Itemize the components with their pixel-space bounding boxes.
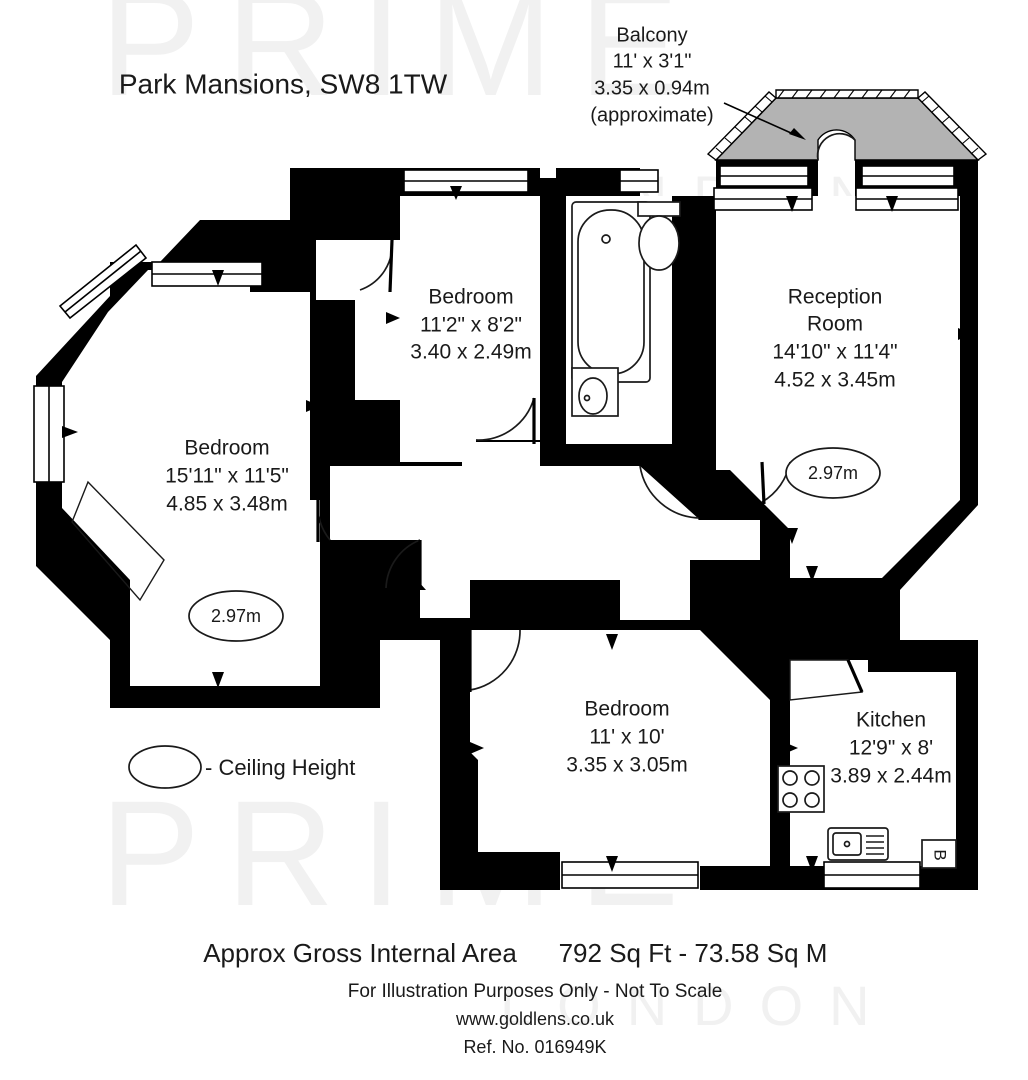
boiler-icon: B: [921, 839, 957, 869]
legend-ellipse-icon: [128, 745, 202, 789]
footer-website: www.goldlens.co.uk: [455, 1009, 615, 1029]
room-label-bedroom-main: Bedroom 15'11" x 11'5" 4.85 x 3.48m: [165, 437, 289, 516]
footer-disclaimer: For Illustration Purposes Only - Not To …: [348, 981, 723, 1002]
room-label-bedroom-rear: Bedroom 11' x 10' 3.35 x 3.05m: [566, 698, 687, 777]
room-name: Bedroom: [584, 698, 669, 721]
room-interiors: [62, 196, 960, 866]
room-name: Bedroom: [184, 437, 269, 460]
balcony-imperial: 11' x 3'1": [613, 50, 692, 72]
window-kitchen: [823, 861, 921, 889]
balcony-name: Balcony: [616, 24, 687, 46]
legend-label: - Ceiling Height: [205, 755, 355, 780]
window-bedroom-middle: [403, 169, 529, 193]
room-metric: 4.85 x 3.48m: [166, 493, 287, 516]
kitchen-fixtures: B: [777, 765, 957, 869]
room-metric: 3.89 x 2.44m: [830, 765, 951, 788]
room-metric: 4.52 x 3.45m: [774, 369, 895, 392]
window-bay-upper: [58, 243, 148, 320]
window-reception-right: [855, 165, 959, 211]
balcony-leader: [723, 102, 806, 140]
room-label-reception-room: Reception Room 14'10" x 11'4" 4.52 x 3.4…: [772, 286, 897, 392]
ceiling-height-value: 2.97m: [211, 606, 261, 626]
room-imperial: 12'9" x 8': [849, 737, 933, 760]
room-name-line2: Room: [807, 313, 863, 336]
view-markers: [62, 186, 972, 872]
room-name-line1: Reception: [788, 286, 883, 309]
entrance-arrow-icon: [394, 572, 426, 618]
doors: [71, 239, 864, 701]
legend: - Ceiling Height: [128, 745, 355, 789]
sink-icon: [571, 367, 619, 417]
window-bathroom: [619, 169, 659, 193]
room-imperial: 11'2" x 8'2": [420, 314, 522, 337]
room-imperial: 11' x 10': [589, 726, 664, 749]
watermark-london-3: LONDON: [500, 974, 896, 1037]
footer: Approx Gross Internal Area 792 Sq Ft - 7…: [203, 938, 827, 1057]
footer-area-label: Approx Gross Internal Area: [203, 938, 517, 968]
room-label-bedroom-middle: Bedroom 11'2" x 8'2" 3.40 x 2.49m: [410, 286, 531, 364]
watermark-prime-1: PRIME: [100, 0, 705, 127]
ceiling-height-bedroom-main: 2.97m: [188, 590, 284, 642]
bathroom-fixtures: [571, 201, 681, 417]
balcony-note: Balcony 11' x 3'1" 3.35 x 0.94m (approxi…: [590, 24, 713, 126]
balcony-metric: 3.35 x 0.94m: [594, 77, 710, 99]
room-label-kitchen: Kitchen 12'9" x 8' 3.89 x 2.44m: [830, 709, 951, 788]
windows: [33, 165, 959, 889]
hob-icon: [777, 765, 825, 813]
room-metric: 3.35 x 3.05m: [566, 754, 687, 777]
window-reception-left: [713, 165, 813, 211]
room-name: Bedroom: [428, 286, 513, 309]
balcony-balustrade: [706, 89, 988, 161]
footer-area-value: 792 Sq Ft - 73.58 Sq M: [559, 938, 828, 968]
balcony-shape: [706, 89, 988, 161]
page-title: Park Mansions, SW8 1TW: [119, 68, 448, 99]
room-imperial: 14'10" x 11'4": [772, 341, 897, 364]
room-metric: 3.40 x 2.49m: [410, 341, 531, 364]
toilet-icon: [637, 201, 681, 271]
window-bedroom-main-top: [151, 261, 263, 287]
ceiling-height-reception: 2.97m: [785, 447, 881, 499]
bath-tub-icon: [571, 201, 651, 383]
ceiling-height-value: 2.97m: [808, 463, 858, 483]
door-bedroom-main-angled: [71, 480, 165, 602]
room-name: Kitchen: [856, 709, 926, 732]
room-imperial: 15'11" x 11'5": [165, 465, 289, 488]
balcony-qualifier: (approximate): [590, 104, 713, 126]
boiler-label: B: [931, 849, 950, 860]
footer-reference: Ref. No. 016949K: [463, 1037, 606, 1057]
window-bedroom-rear: [561, 861, 699, 889]
sink-unit-icon: [827, 827, 889, 861]
window-bay-left: [33, 385, 65, 483]
